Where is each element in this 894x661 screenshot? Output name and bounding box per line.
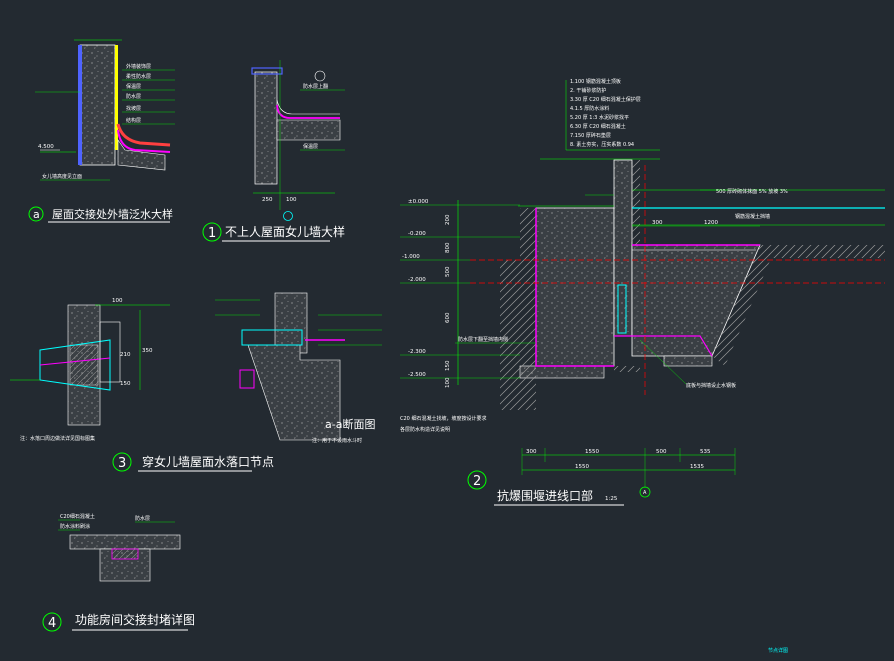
note-a-bottom: 女儿墙高度见立面: [42, 173, 82, 180]
parapet-wall: [254, 71, 278, 185]
detail-4-title: 功能房间交接封堵详图: [75, 612, 195, 627]
note-4-2: 防水层: [135, 515, 150, 522]
note-1-1: 保温层: [303, 143, 318, 150]
detail-a-circle: [28, 206, 44, 222]
waterproof-layer: [115, 45, 118, 150]
detail-4-circle: [42, 612, 62, 632]
dim-1-0: 250: [262, 197, 273, 203]
axis-label: A: [643, 490, 647, 496]
detail-2: 1.100 钢筋混凝土顶板 2. 干铺砂浆防护 3.30 厚 C20 细石混凝土…: [400, 78, 885, 506]
note-2-0: C20 细石混凝土找坡，坡度按设计要求: [400, 415, 486, 422]
fill-block: [535, 207, 615, 367]
callout-2: 防水层下翻至挡墙内侧: [458, 336, 508, 343]
note-4-0: C20细石混凝土: [60, 513, 95, 520]
layer-1: 2. 干铺砂浆防护: [570, 87, 606, 94]
bot-dim-2: 500: [656, 449, 667, 455]
dim-3-0: 100: [112, 298, 123, 304]
detail-4-label: 4: [48, 616, 56, 631]
note-a-2: 保温层: [126, 83, 141, 90]
section-aa-title: a-a断面图: [325, 417, 375, 431]
dim-3-2: 350: [142, 348, 153, 354]
note-1-0: 防水层上翻: [303, 83, 328, 90]
bot-dim-1: 1550: [585, 449, 599, 455]
drawing-stamp: 节点详图: [768, 647, 788, 654]
elev-2: -1.000: [402, 254, 420, 260]
detail-1: 250 100 防水层上翻 保温层 1 不上人屋面女儿墙大样: [202, 60, 345, 242]
layer-5: 6.30 厚 C20 细石混凝土: [570, 123, 626, 130]
bot-dim-5: 1535: [690, 464, 704, 470]
elev-5: -2.500: [408, 372, 426, 378]
layer-2: 3.30 厚 C20 细石混凝土保护层: [570, 96, 641, 103]
axis-bubble: [639, 486, 651, 498]
detail-2-circle: [467, 470, 487, 490]
dim-3-3: 150: [120, 381, 131, 387]
retaining-wall: [613, 159, 633, 337]
detail-a-label: a: [33, 208, 40, 221]
detail-1-circle: [202, 222, 222, 242]
side-dim-1: 800: [445, 242, 451, 253]
elev-4: -2.300: [408, 349, 426, 355]
elev-3: -2.000: [408, 277, 426, 283]
note-3-right: 注：用于不设雨水斗时: [312, 437, 362, 444]
note-3-left: 注：水落口周边做法详见国标图集: [20, 435, 95, 442]
dim-1-1: 100: [286, 197, 297, 203]
callout-3: 底板与挡墙设止水钢板: [686, 382, 736, 389]
detail-3-title: 穿女儿墙屋面水落口节点: [142, 454, 274, 469]
side-dim-3: 600: [445, 312, 451, 323]
callout-1: 钢筋混凝土挡墙: [735, 213, 770, 220]
layer-list: 1.100 钢筋混凝土顶板 2. 干铺砂浆防护 3.30 厚 C20 细石混凝土…: [570, 78, 641, 148]
detail-2-label: 2: [473, 474, 481, 489]
note-a-3: 防水层: [126, 93, 141, 100]
layer-6: 7.150 厚碎石垫层: [570, 132, 611, 139]
wall-section: [79, 44, 116, 166]
side-dim-0: 200: [445, 214, 451, 225]
dim-3-1: 210: [120, 352, 131, 358]
bot-dim-3: 535: [700, 449, 711, 455]
detail-3-label: 3: [118, 456, 126, 471]
note-a-5: 结构层: [126, 117, 141, 124]
note-a-0: 外墙装饰层: [126, 63, 151, 70]
roof-slab: [117, 139, 166, 171]
detail-2-scale: 1:25: [605, 496, 618, 502]
elev-a: 4.500: [38, 144, 54, 150]
layer-0: 1.100 钢筋混凝土顶板: [570, 78, 621, 85]
elev-1: -0.200: [408, 231, 426, 237]
detail-a: 外墙装饰层 柔性防水层 保温层 防水层 找坡层 结构层 4.500 女儿墙高度见…: [28, 39, 175, 223]
note-2-1: 各层防水构造详见说明: [400, 426, 450, 433]
detail-a-title: 屋面交接处外墙泛水大样: [52, 207, 173, 221]
side-dim-5: 100: [445, 377, 451, 388]
note-a-4: 找坡层: [126, 105, 141, 112]
layer-7: 8. 素土夯实，压实系数 0.94: [570, 141, 634, 148]
membrane-line: [117, 129, 171, 153]
callout-0: 500 厚砖砌体抹面 5% 放坡 3%: [716, 188, 788, 195]
detail-4: C20细石混凝土 防水涂料刷涂 防水层 4 功能房间交接封堵详图: [42, 513, 195, 632]
bot-dim-4: 1550: [575, 464, 589, 470]
finish-layer: [78, 45, 82, 165]
bot-dim-0: 300: [526, 449, 537, 455]
elev-0: ±0.000: [408, 199, 429, 205]
detail-3-circle: [112, 452, 132, 472]
layer-3: 4.1.5 厚防水涂料: [570, 105, 609, 112]
top-dim-0: 300: [652, 220, 663, 226]
note-4-1: 防水涂料刷涂: [60, 523, 90, 530]
side-dim-4: 150: [445, 360, 451, 371]
layer-4: 5.20 厚 1:3 水泥砂浆找平: [570, 114, 629, 121]
detail-2-title: 抗爆围堰进线口部: [497, 488, 593, 503]
detail-1-title: 不上人屋面女儿墙大样: [225, 224, 345, 239]
roof-slab-1: [276, 119, 341, 141]
top-dim-1: 1200: [704, 220, 718, 226]
detail-3: 100 210 350 150 注：水落口周边做法详见国标图集 a-a断面图 注…: [10, 292, 382, 472]
note-a-1: 柔性防水层: [126, 73, 151, 80]
side-dim-2: 500: [445, 266, 451, 277]
detail-1-label: 1: [208, 226, 216, 241]
